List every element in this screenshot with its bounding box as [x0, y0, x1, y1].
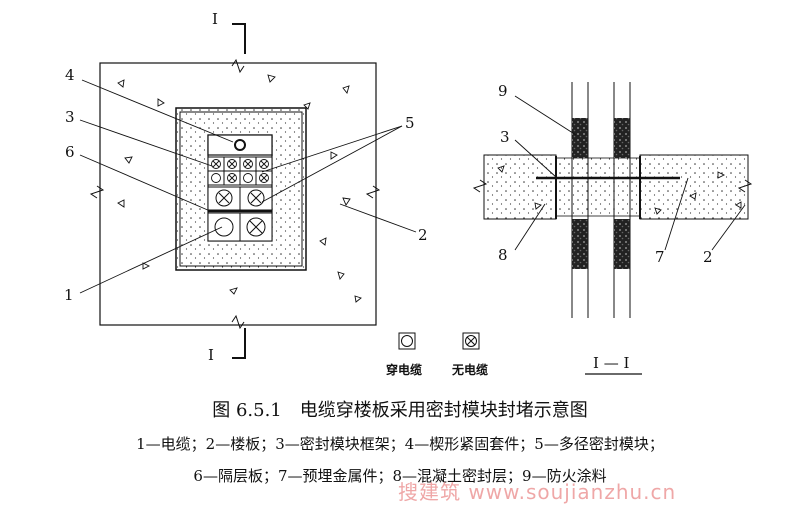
plan-view: I I 4 3 6 5 2 1	[64, 10, 428, 364]
fireproof-coating	[572, 118, 588, 158]
section-cut-mark-top	[232, 23, 246, 54]
callout-4: 4	[65, 66, 75, 84]
legend-no-cable: 无电缆	[451, 362, 488, 377]
symbol-legend: 穿电缆 无电缆	[386, 332, 488, 377]
concrete-sealing-layer	[555, 157, 641, 217]
fireproof-coating	[614, 118, 630, 158]
leader-lines	[79, 79, 417, 294]
legend-line-1: 1—电缆；2—楼板；3—密封模块框架；4—楔形紧固套件；5—多径密封模块；	[136, 435, 664, 453]
leader-lines	[514, 95, 746, 251]
callout-1: 1	[64, 286, 74, 304]
module-stack	[207, 134, 273, 242]
section-view: 9 3 8 7 2	[472, 82, 753, 318]
section-mark-top: I	[212, 10, 218, 28]
no-cable-icon	[215, 189, 233, 207]
callout-2: 2	[703, 248, 713, 266]
no-cable-icon	[246, 217, 266, 237]
floor-slab-right	[639, 154, 749, 220]
sealing-module-diagram: I I 4 3 6 5 2 1	[64, 10, 753, 377]
callout-8: 8	[498, 246, 508, 264]
no-cable-icon	[211, 159, 269, 183]
callout-2: 2	[418, 226, 428, 244]
break-mark	[365, 185, 381, 199]
legend-line-2: 6—隔层板；7—预埋金属件；8—混凝土密封层；9—防火涂料	[193, 467, 607, 485]
watermark: 搜建筑 www.soujianzhu.cn	[398, 480, 677, 504]
callout-6: 6	[65, 143, 75, 161]
no-cable-icon	[247, 189, 265, 207]
callout-9: 9	[498, 82, 508, 100]
callout-5: 5	[405, 114, 415, 132]
concrete-aggregate	[497, 165, 742, 215]
floor-slab-left	[483, 154, 557, 220]
callout-3: 3	[65, 108, 75, 126]
concrete-aggregate	[117, 74, 362, 303]
cable-icon	[234, 139, 246, 151]
figure-caption: 图 6.5.1 电缆穿楼板采用密封模块封堵示意图	[212, 400, 588, 421]
small-module-row	[207, 156, 273, 186]
floor-slab	[99, 62, 377, 326]
section-mark-bottom: I	[208, 346, 214, 364]
sealing-module-frame	[179, 111, 303, 267]
callout-7: 7	[655, 248, 665, 266]
no-cable-icon	[465, 335, 477, 347]
break-mark	[737, 179, 753, 193]
callout-3: 3	[500, 128, 510, 146]
break-mark	[231, 314, 245, 330]
section-cut-mark-bottom	[232, 328, 246, 359]
cable-icon	[401, 335, 413, 347]
break-mark	[89, 185, 105, 199]
fireproof-coating	[614, 219, 630, 269]
section-label: I — I	[593, 354, 629, 372]
fireproof-coating	[572, 219, 588, 269]
cable-icon	[214, 217, 234, 237]
break-mark	[472, 179, 488, 193]
break-mark	[231, 58, 245, 74]
legend-through-cable: 穿电缆	[386, 362, 422, 377]
